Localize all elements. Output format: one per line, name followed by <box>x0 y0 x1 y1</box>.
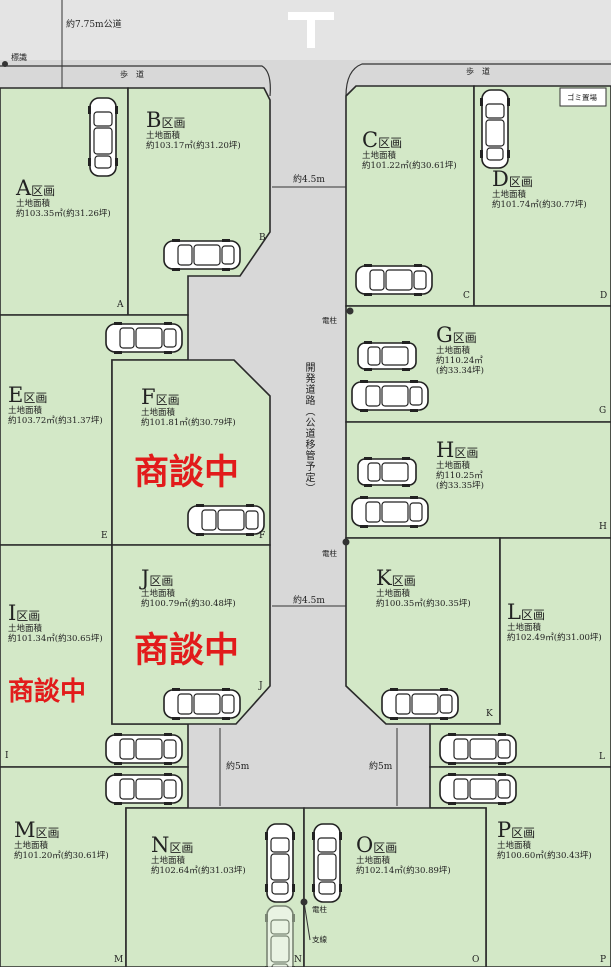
lot-d-info: D区画 土地面積 約101.74㎡(約30.77坪) <box>492 167 587 211</box>
lot-l-info: L区画 土地面積 約102.49㎡(約31.00坪) <box>507 600 602 644</box>
utility-pole-label: 電柱 <box>312 905 327 914</box>
marker-point <box>2 61 8 67</box>
car-icon <box>439 732 517 766</box>
strip-width-right: 約5m <box>369 762 393 772</box>
sidewalk-right-curb <box>345 63 611 97</box>
car-icon <box>381 687 459 721</box>
corner-label-i: I <box>5 751 9 761</box>
corner-label-a: A <box>117 300 124 310</box>
corner-label-e: E <box>101 531 108 541</box>
corner-label-h: H <box>599 522 607 532</box>
car-icon <box>163 687 241 721</box>
dev-road-label: 開発道路（公道移管予定） <box>303 362 314 494</box>
car-icon <box>105 732 183 766</box>
car-icon <box>105 772 183 806</box>
lot-j-info: J区画 土地面積 約100.79㎡(約30.48坪) <box>141 566 236 610</box>
marker-label: 標識 <box>11 53 27 62</box>
car-icon <box>163 238 241 272</box>
garbage-label: ゴミ置場 <box>567 93 597 102</box>
t-junction-icon <box>288 12 334 48</box>
corner-label-f: F <box>259 531 266 541</box>
car-icon <box>357 456 417 488</box>
lot-j[interactable] <box>111 544 271 725</box>
car-icon <box>355 263 433 297</box>
corner-label-g: G <box>599 406 607 416</box>
car-icon <box>105 321 183 355</box>
corner-label-c: C <box>463 291 470 301</box>
branch-wire-label: 支線 <box>312 935 327 944</box>
corner-label-b: B <box>259 233 266 243</box>
lot-o-info: O区画 土地面積 約102.14㎡(約30.89坪) <box>356 833 451 877</box>
lot-i-info: I区画 土地面積 約101.34㎡(約30.65坪) <box>8 601 103 645</box>
lot-f-info: F区画 土地面積 約101.81㎡(約30.79坪) <box>141 385 236 429</box>
car-icon <box>311 823 343 903</box>
lot-h-info: H区画 土地面積 約110.25㎡ (約33.35坪) <box>436 438 484 492</box>
corner-label-p: P <box>600 955 607 965</box>
lot-m-info: M区画 土地面積 約101.20㎡(約30.61坪) <box>14 818 109 862</box>
corner-label-n: N <box>294 955 302 965</box>
lot-k-info: K区画 土地面積 約100.35㎡(約30.35坪) <box>376 566 471 610</box>
sidewalk-label-left: 歩 道 <box>120 70 144 79</box>
lot-e-info: E区画 土地面積 約103.72㎡(約31.37坪) <box>8 383 103 427</box>
car-icon <box>479 89 511 169</box>
garbage-area <box>559 87 607 107</box>
car-icon <box>439 772 517 806</box>
lot-p-info: P区画 土地面積 約100.60㎡(約30.43坪) <box>497 818 592 862</box>
car-icon <box>187 503 265 537</box>
lot-i-status-badge: 商談中 <box>8 677 87 707</box>
road-width-lower: 約4.5m <box>293 596 325 606</box>
lot-a-info: A区画 土地面積 約103.35㎡(約31.26坪) <box>16 176 111 220</box>
dimension-lines <box>188 186 430 809</box>
utility-pole-icon <box>346 307 354 315</box>
car-icon <box>351 495 429 529</box>
lot-b-info: B区画 土地面積 約103.17㎡(約31.20坪) <box>146 108 241 152</box>
lot-n-info: N区画 土地面積 約102.64㎡(約31.03坪) <box>151 833 246 877</box>
corner-label-k: K <box>486 709 493 719</box>
car-outline-icon <box>264 905 296 967</box>
branch-wire-line <box>303 901 311 941</box>
road-width-upper: 約4.5m <box>293 175 325 185</box>
utility-pole-icon <box>342 538 350 546</box>
lot-f-status-badge: 商談中 <box>134 453 240 493</box>
corner-label-o: O <box>472 955 480 965</box>
car-icon <box>351 379 429 413</box>
top-public-road <box>0 0 611 60</box>
lot-c-info: C区画 土地面積 約101.22㎡(約30.61坪) <box>362 128 457 172</box>
strip-width-left: 約5m <box>226 762 250 772</box>
car-icon <box>87 97 119 177</box>
corner-label-l: L <box>599 752 605 762</box>
corner-label-m: M <box>114 955 124 965</box>
car-icon <box>357 340 417 372</box>
corner-label-d: D <box>600 291 608 301</box>
corner-label-j: J <box>259 681 263 691</box>
utility-pole-label: 電柱 <box>322 316 337 325</box>
lot-g-info: G区画 土地面積 約110.24㎡ (約33.34坪) <box>436 323 484 377</box>
lot-f[interactable] <box>111 359 271 546</box>
lot-a-name: A <box>16 176 32 200</box>
car-icon <box>264 823 296 903</box>
utility-pole-label: 電柱 <box>322 549 337 558</box>
top-road-width-label: 約7.75m公道 <box>66 20 122 30</box>
lot-j-status-badge: 商談中 <box>134 631 240 671</box>
sidewalk-left-curb <box>0 65 271 97</box>
sidewalk-label-right: 歩 道 <box>466 67 490 76</box>
